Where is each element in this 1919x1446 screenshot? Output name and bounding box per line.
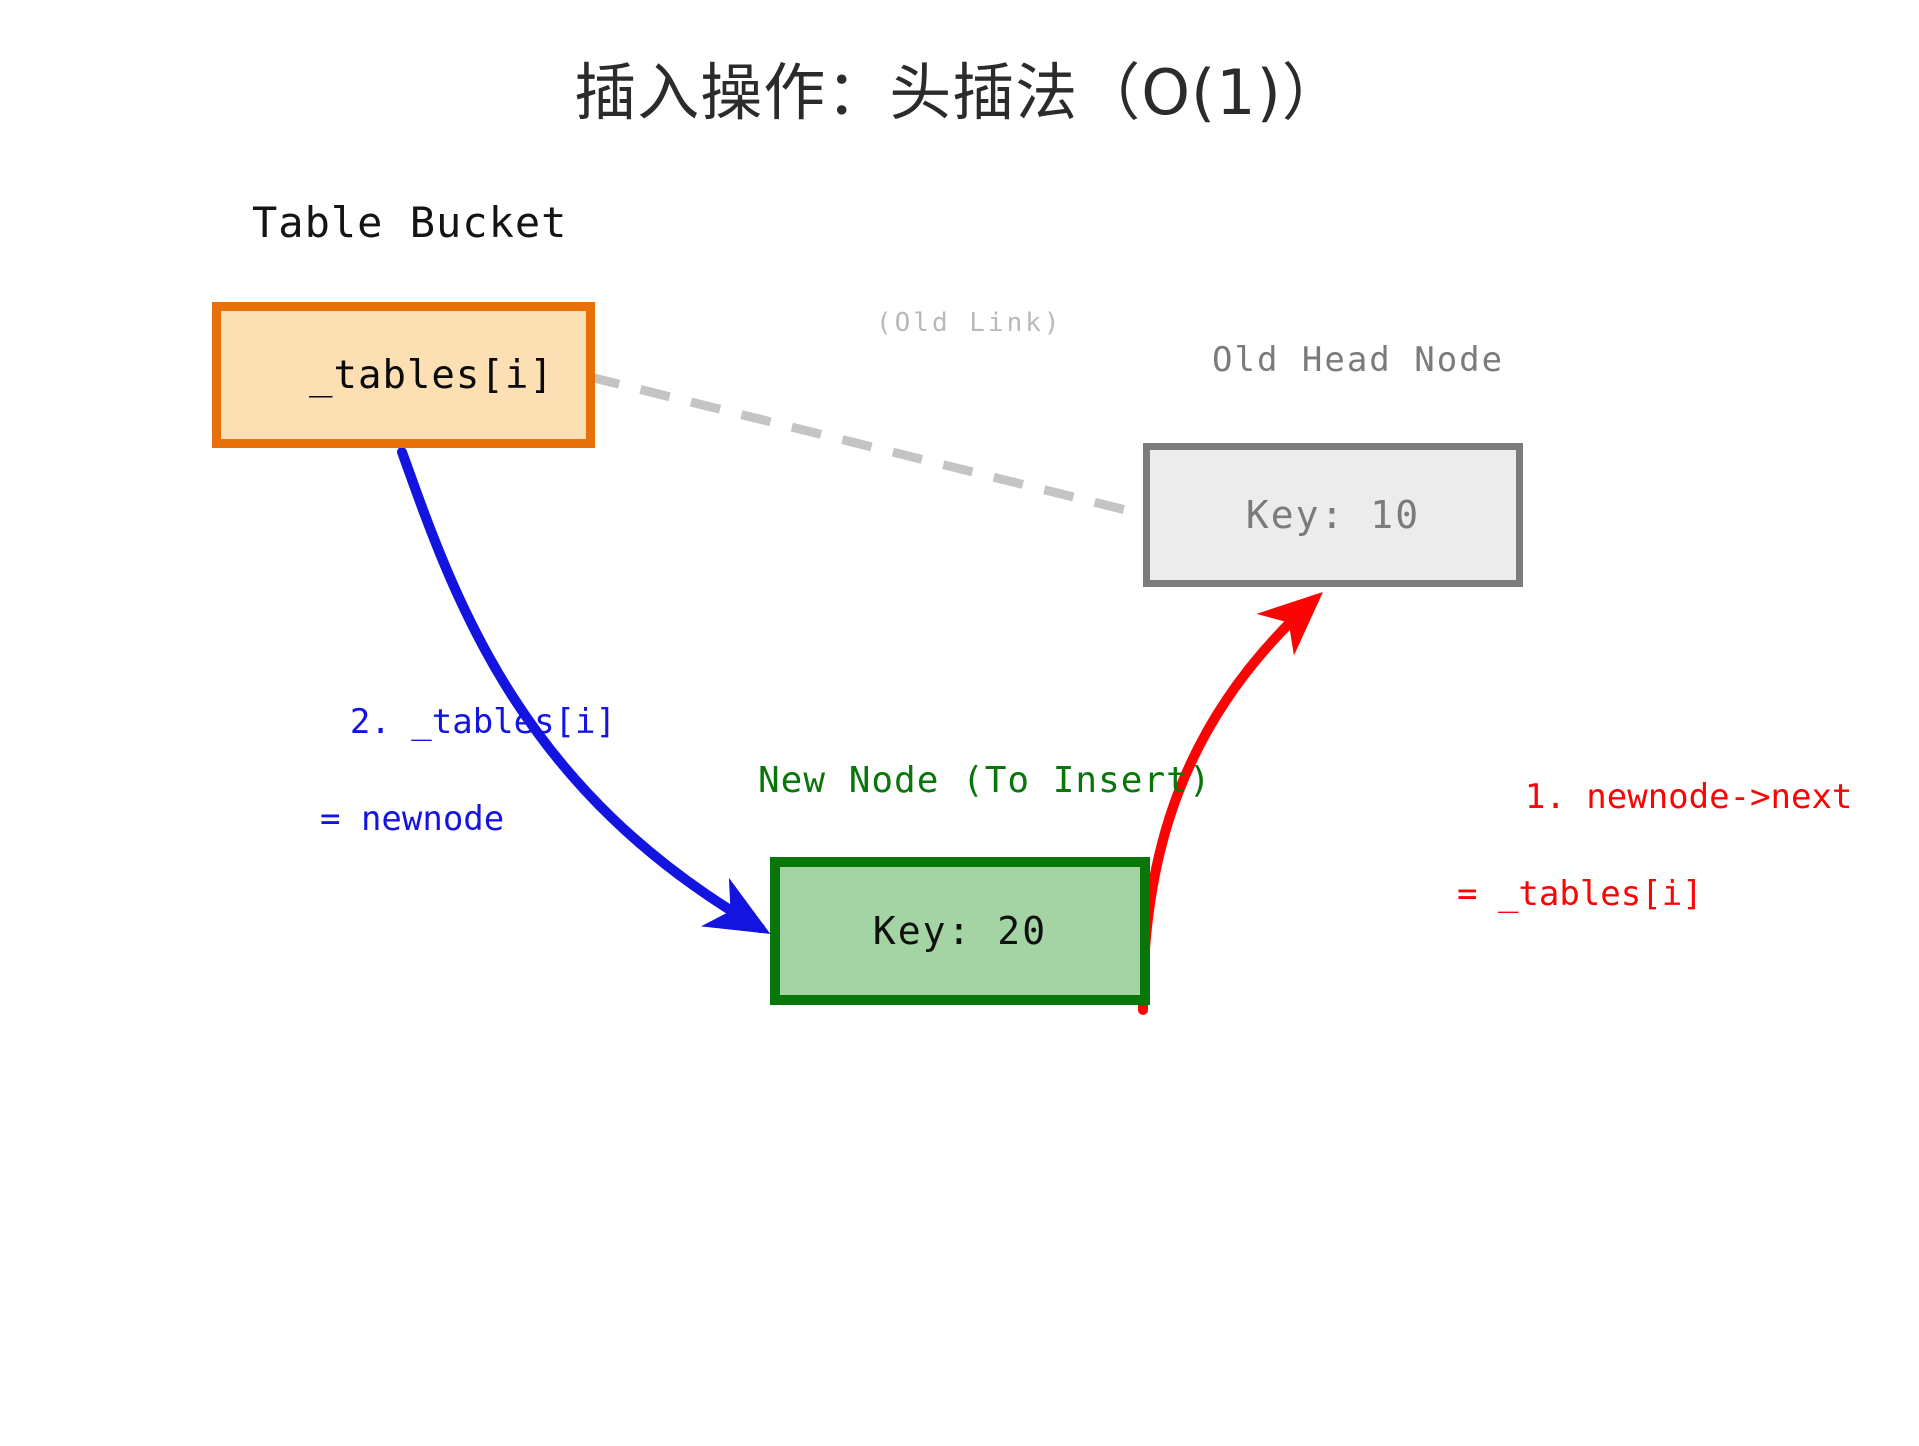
table-bucket-box-label: _tables[i] bbox=[309, 352, 554, 398]
new-node-caption: New Node (To Insert) bbox=[758, 760, 1212, 801]
old-link-label: (Old Link) bbox=[876, 308, 1063, 338]
old-link-arrow bbox=[588, 372, 1148, 520]
old-head-node-box-label: Key: 10 bbox=[1245, 493, 1421, 537]
old-head-node-box[interactable]: Key: 10 bbox=[1143, 443, 1523, 587]
step2-line2: = newnode bbox=[320, 798, 505, 839]
page-title: 插入操作：头插法（O(1)） bbox=[574, 56, 1345, 129]
new-node-box-label: Key: 20 bbox=[872, 909, 1048, 953]
step2-line1: 2. _tables[i] bbox=[349, 702, 616, 743]
step1-line1: 1. newnode->next bbox=[1524, 777, 1853, 818]
step1-arrow bbox=[1137, 591, 1323, 1015]
step1-annotation: 1. newnode->next = _tables[i] bbox=[1443, 725, 1852, 1015]
table-bucket-caption: Table Bucket bbox=[252, 198, 568, 247]
table-bucket-box[interactable]: _tables[i] bbox=[212, 302, 595, 448]
new-node-box[interactable]: Key: 20 bbox=[770, 857, 1150, 1005]
step2-annotation: 2. _tables[i] = newnode bbox=[268, 650, 616, 940]
step1-line2: = _tables[i] bbox=[1457, 873, 1703, 914]
old-head-node-label: Old Head Node bbox=[1212, 340, 1505, 380]
